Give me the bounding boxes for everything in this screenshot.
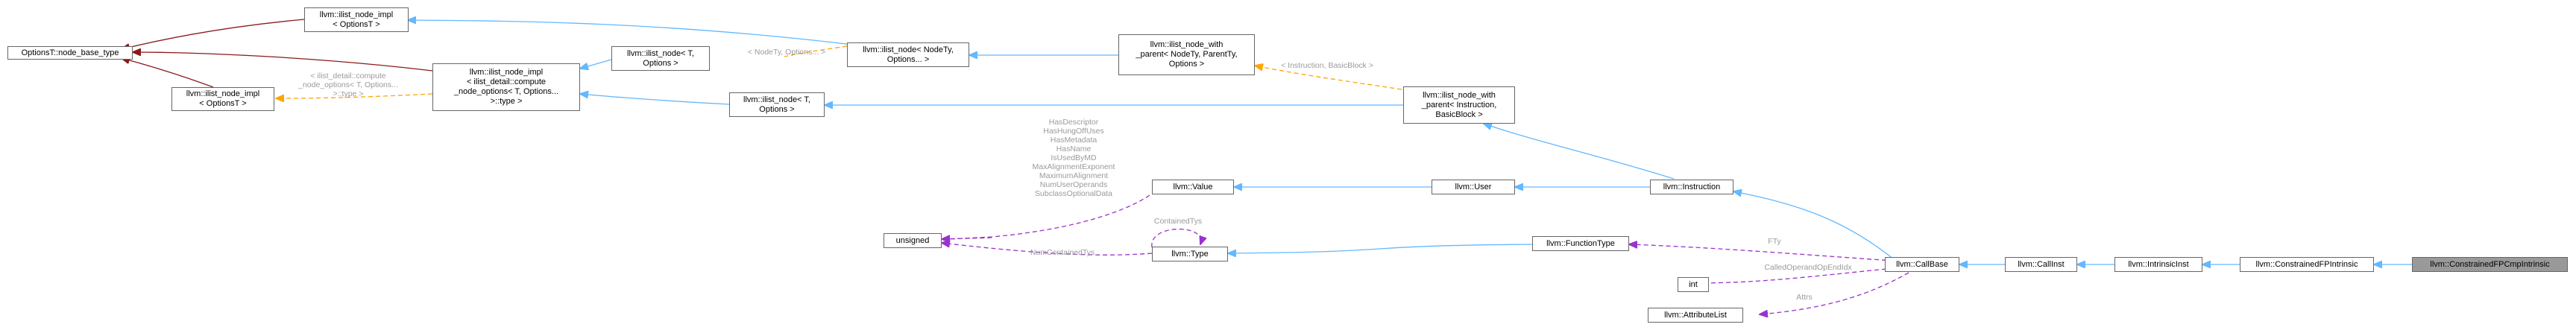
edge-template-compute: [276, 93, 433, 98]
node-call-inst[interactable]: llvm::CallInst: [2005, 257, 2077, 272]
label-num-contained-tys: NumContainedTys: [1030, 248, 1095, 257]
node-call-base[interactable]: llvm::CallBase: [1885, 257, 1959, 272]
label-compute-options: < ilist_detail::compute _node_options< T…: [298, 72, 398, 98]
node-type[interactable]: llvm::Type: [1152, 247, 1228, 261]
node-unsigned[interactable]: unsigned: [884, 233, 942, 248]
edge-usage-value-unsigned: [921, 194, 1150, 241]
node-function-type[interactable]: llvm::FunctionType: [1532, 236, 1629, 251]
node-options-node-base-type[interactable]: OptionsT::node_base_type: [7, 46, 133, 60]
node-ilist-node-t-options-2[interactable]: llvm::ilist_node< T, Options >: [729, 92, 825, 117]
edge-template-instr-basicblock: [1255, 66, 1402, 90]
node-ilist-node-t-options-1[interactable]: llvm::ilist_node< T, Options >: [611, 46, 710, 71]
node-ilist-node-impl-options[interactable]: llvm::ilist_node_impl < OptionsT >: [304, 7, 409, 32]
edge-instruction-to-with-parent: [1484, 124, 1675, 180]
edge-t-options-1-to-compute: [580, 59, 612, 69]
edge-usage-value-unsigned-end: [942, 238, 992, 239]
edge-callbase-to-instruction: [1733, 191, 1895, 260]
node-ilist-node-impl-compute[interactable]: llvm::ilist_node_impl < ilist_detail::co…: [432, 63, 580, 111]
node-constrained-fp-intrinsic[interactable]: llvm::ConstrainedFPIntrinsic: [2240, 257, 2374, 272]
label-instruction-basicblock: < Instruction, BasicBlock >: [1281, 61, 1373, 70]
node-user[interactable]: llvm::User: [1432, 180, 1515, 194]
edge-impl-to-base: [122, 19, 305, 49]
node-int[interactable]: int: [1678, 277, 1709, 292]
edge-usage-fty: [1629, 244, 1895, 261]
edge-compute-to-base: [133, 52, 433, 72]
label-contained-tys: ContainedTys: [1153, 217, 1203, 226]
node-ilist-node-nodety[interactable]: llvm::ilist_node< NodeTy, Options... >: [847, 42, 969, 67]
edge-usage-called-operand: [1692, 267, 1895, 283]
edge-t-options-2-to-compute: [580, 94, 730, 105]
edge-impl2-to-base: [122, 58, 214, 88]
label-fty: FTy: [1768, 237, 1781, 246]
edge-template-nodety: [784, 45, 848, 57]
node-ilist-node-with-parent-instr[interactable]: llvm::ilist_node_with _parent< Instructi…: [1403, 86, 1515, 124]
node-value[interactable]: llvm::Value: [1152, 180, 1234, 194]
edge-nodety-to-impl: [408, 20, 866, 47]
edge-usage-attrs: [1760, 272, 1909, 314]
label-called-operand: CalledOperandOpEndIdx: [1764, 263, 1852, 272]
label-value-members: HasDescriptor HasHungOffUses HasMetadata…: [1032, 118, 1115, 198]
label-nodety-options: < NodeTy, Options... >: [747, 48, 826, 57]
edge-usage-type-unsigned: [942, 243, 1153, 256]
node-ilist-node-with-parent-generic[interactable]: llvm::ilist_node_with _parent< NodeTy, P…: [1118, 34, 1255, 75]
node-intrinsic-inst[interactable]: llvm::IntrinsicInst: [2114, 257, 2202, 272]
edge-usage-contained-tys: [1151, 228, 1201, 248]
node-ilist-node-impl-options-2[interactable]: llvm::ilist_node_impl < OptionsT >: [171, 87, 274, 111]
node-attribute-list[interactable]: llvm::AttributeList: [1648, 308, 1743, 323]
node-instruction[interactable]: llvm::Instruction: [1650, 180, 1733, 194]
label-attrs: Attrs: [1796, 293, 1813, 302]
edge-functiontype-to-type: [1228, 244, 1533, 253]
node-constrained-fp-cmp-intrinsic: llvm::ConstrainedFPCmpIntrinsic: [2412, 257, 2568, 272]
